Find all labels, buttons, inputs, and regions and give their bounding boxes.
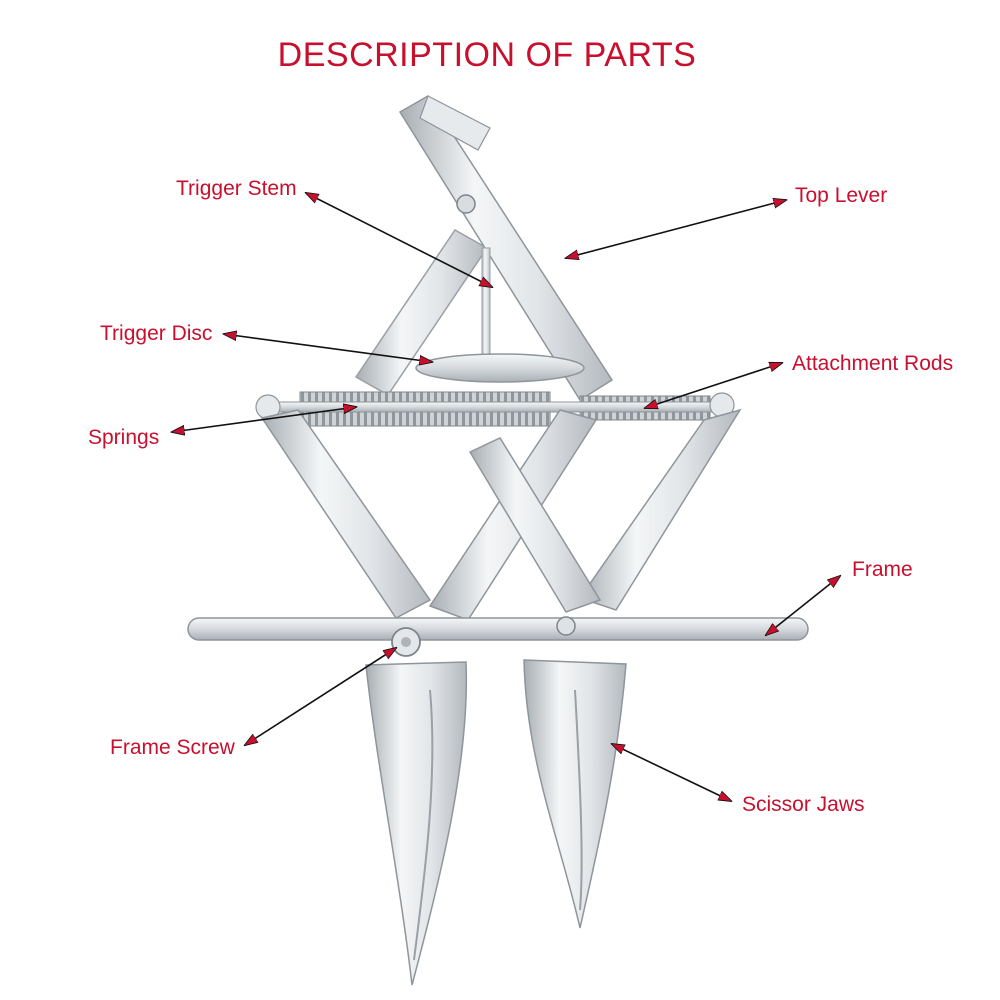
top-lever-shape xyxy=(398,94,614,402)
leader-scissor-jaws xyxy=(612,744,731,801)
label-trigger-disc: Trigger Disc xyxy=(100,322,212,345)
label-frame-screw: Frame Screw xyxy=(110,736,236,759)
label-trigger-stem: Trigger Stem xyxy=(176,177,297,200)
leader-attachment-rods xyxy=(645,363,782,408)
top-lever-pivot xyxy=(456,194,476,214)
scissor-jaw-right-groove xyxy=(574,689,583,911)
leader-trigger-stem xyxy=(306,193,492,287)
frame-bar-shape xyxy=(187,617,809,641)
leader-trigger-disc xyxy=(224,334,432,362)
scissor-jaw-left-groove xyxy=(413,689,434,961)
mole-trap-illustration xyxy=(187,94,809,986)
leader-frame xyxy=(766,576,840,635)
label-scissor-jaws: Scissor Jaws xyxy=(742,793,865,816)
scissor-arm-right-outer xyxy=(578,408,742,611)
top-lever-end xyxy=(419,95,491,151)
label-attachment-rods: Attachment Rods xyxy=(792,352,953,375)
leader-springs xyxy=(172,407,356,432)
label-springs: Springs xyxy=(88,426,159,449)
scissor-arm-right-inner xyxy=(468,437,602,613)
scissor-arm-left-outer xyxy=(260,409,432,619)
trigger-stem-shape xyxy=(481,247,491,361)
label-top-lever: Top Lever xyxy=(795,184,887,207)
leader-frame-screw xyxy=(245,648,396,745)
leader-top-lever xyxy=(566,200,786,258)
label-frame: Frame xyxy=(852,558,913,581)
page-title: DESCRIPTION OF PARTS xyxy=(278,36,697,74)
frame-pivot-right xyxy=(556,616,576,636)
trigger-disc-shape xyxy=(415,353,585,383)
scissor-jaw-right xyxy=(523,659,627,929)
frame-screw-head xyxy=(401,637,411,647)
